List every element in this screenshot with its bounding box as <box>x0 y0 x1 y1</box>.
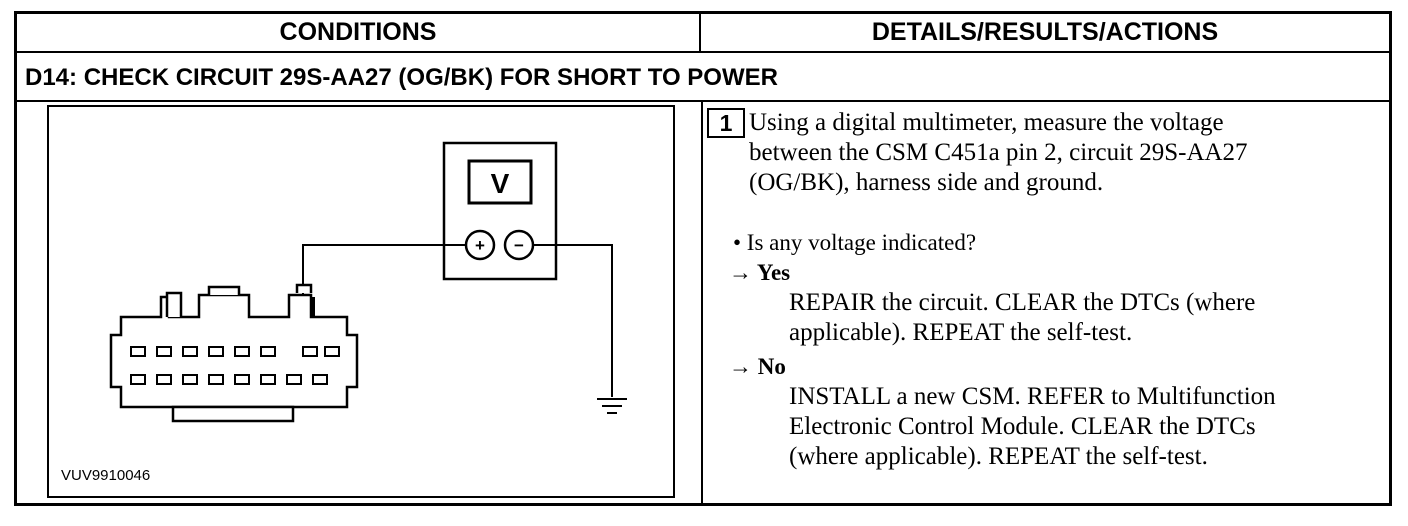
yes-line-1: REPAIR the circuit. CLEAR the DTCs (wher… <box>789 289 1256 316</box>
connector-pins <box>130 346 340 385</box>
no-line-2: Electronic Control Module. CLEAR the DTC… <box>789 413 1256 440</box>
step-title: D14: CHECK CIRCUIT 29S-AA27 (OG/BK) FOR … <box>25 64 778 91</box>
instruction-text-1: Using a digital multimeter, measure the … <box>749 109 1224 136</box>
header-divider <box>17 51 1389 53</box>
plus-terminal-label: + <box>475 236 485 255</box>
procedure-table: CONDITIONS DETAILS/RESULTS/ACTIONS D14: … <box>14 11 1392 506</box>
details-header: DETAILS/RESULTS/ACTIONS <box>871 18 1219 46</box>
yes-line-2: applicable). REPEAT the self-test. <box>789 319 1133 346</box>
yes-label: → Yes <box>729 260 791 285</box>
column-divider <box>701 102 703 503</box>
ground-icon <box>597 398 627 414</box>
question-text: • Is any voltage indicated? <box>733 230 977 255</box>
instruction-line-2: between the CSM C451a pin 2, circuit 29S… <box>749 139 1248 166</box>
meter-label: V <box>491 168 510 199</box>
voltmeter-icon: V + − <box>442 141 558 281</box>
minus-terminal-label: − <box>514 236 524 255</box>
no-line-1: INSTALL a new CSM. REFER to Multifunctio… <box>789 383 1276 410</box>
step-number-badge: 1 <box>707 108 745 138</box>
title-divider <box>17 100 1389 102</box>
no-label: → No <box>729 354 786 379</box>
diagram-svg: V + − <box>109 141 627 423</box>
test-diagram: V + − <box>47 105 675 498</box>
instruction-line-3: (OG/BK), harness side and ground. <box>749 169 1104 196</box>
figure-code: VUV9910046 <box>61 467 151 484</box>
no-line-3: (where applicable). REPEAT the self-test… <box>789 443 1208 470</box>
conditions-header: CONDITIONS <box>17 14 701 51</box>
